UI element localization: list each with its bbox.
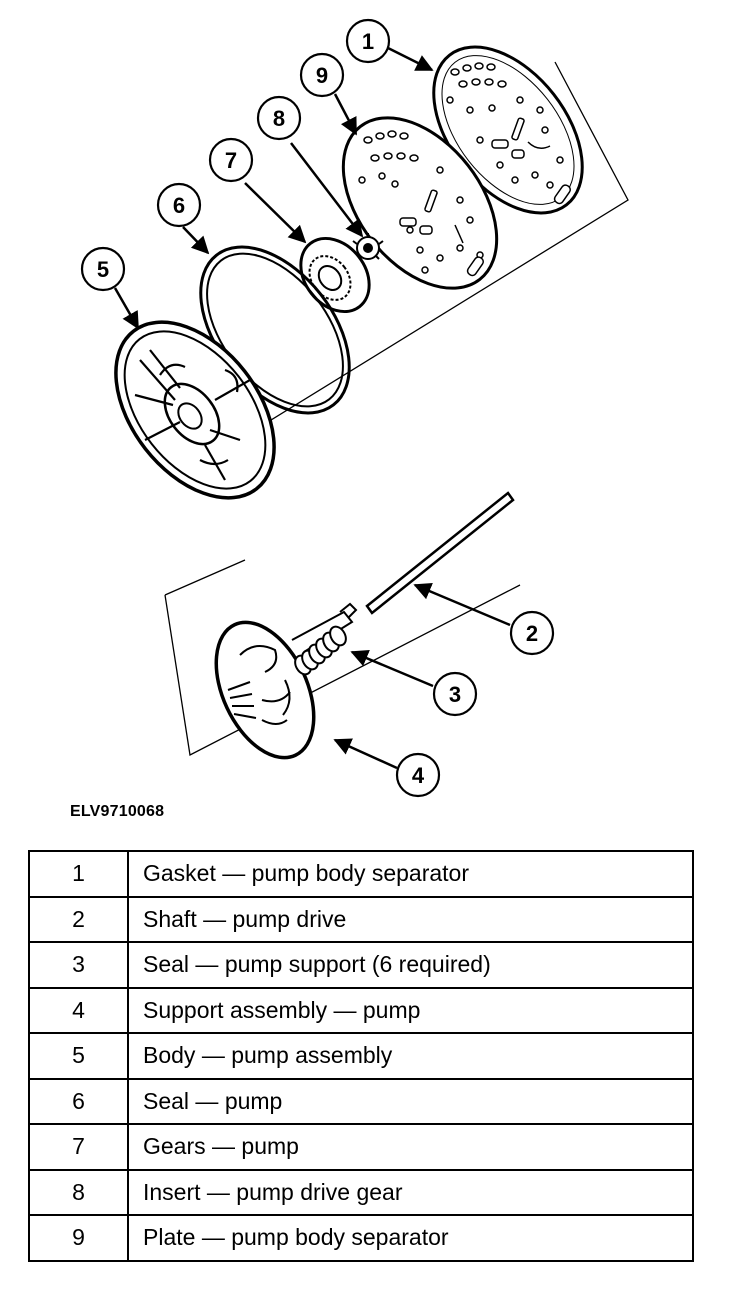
leader-line-8 <box>290 142 364 238</box>
table-row: 5 Body — pump assembly <box>28 1032 694 1080</box>
table-row: 3 Seal — pump support (6 required) <box>28 941 694 989</box>
svg-text:4: 4 <box>412 763 425 788</box>
part-description: Seal — pump support (6 required) <box>127 941 694 989</box>
part-number: 6 <box>28 1077 129 1125</box>
pump-body-part <box>114 320 276 500</box>
svg-text:1: 1 <box>362 29 374 54</box>
part-description: Gears — pump <box>127 1123 694 1171</box>
leader-line-2 <box>413 583 511 627</box>
svg-text:3: 3 <box>449 682 461 707</box>
support-seal-rings <box>294 625 347 676</box>
part-number: 4 <box>28 986 129 1034</box>
pump-drive-shaft-part <box>365 491 515 615</box>
svg-text:6: 6 <box>173 193 185 218</box>
pump-gears-part <box>299 236 371 314</box>
part-description: Shaft — pump drive <box>127 895 694 943</box>
part-number: 1 <box>28 850 129 898</box>
table-row: 8 Insert — pump drive gear <box>28 1168 694 1216</box>
callout-4: 4 <box>395 752 441 798</box>
callout-1: 1 <box>345 18 391 64</box>
part-number: 5 <box>28 1032 129 1080</box>
leader-line-3 <box>350 650 434 688</box>
parts-legend-table: 1 Gasket — pump body separator 2 Shaft —… <box>28 850 694 1262</box>
part-description: Body — pump assembly <box>127 1032 694 1080</box>
callout-8: 8 <box>256 95 302 141</box>
leader-lines <box>113 46 511 770</box>
table-row: 7 Gears — pump <box>28 1123 694 1171</box>
svg-text:8: 8 <box>273 106 285 131</box>
pump-support-assembly-part <box>214 602 358 760</box>
part-number: 8 <box>28 1168 129 1216</box>
table-row: 6 Seal — pump <box>28 1077 694 1125</box>
part-number: 3 <box>28 941 129 989</box>
leader-line-5 <box>113 287 140 330</box>
leader-line-4 <box>333 738 398 770</box>
part-description: Insert — pump drive gear <box>127 1168 694 1216</box>
part-description: Seal — pump <box>127 1077 694 1125</box>
svg-text:2: 2 <box>526 621 538 646</box>
part-description: Plate — pump body separator <box>127 1214 694 1262</box>
part-description: Gasket — pump body separator <box>127 850 694 898</box>
exploded-view-diagram: 1 9 8 7 6 5 2 3 4 <box>80 18 629 798</box>
separator-plate-part <box>341 116 499 290</box>
part-number: 2 <box>28 895 129 943</box>
callout-6: 6 <box>156 182 202 228</box>
figure-id-label: ELV9710068 <box>70 803 165 820</box>
svg-text:7: 7 <box>225 148 237 173</box>
callout-5: 5 <box>80 246 126 292</box>
part-number: 9 <box>28 1214 129 1262</box>
table-row: 9 Plate — pump body separator <box>28 1214 694 1262</box>
part-description: Support assembly — pump <box>127 986 694 1034</box>
callout-9: 9 <box>299 52 345 98</box>
leader-line-1 <box>387 46 434 72</box>
table-row: 2 Shaft — pump drive <box>28 895 694 943</box>
leader-line-6 <box>182 226 210 255</box>
leader-line-7 <box>244 182 307 244</box>
svg-text:9: 9 <box>316 63 328 88</box>
part-number: 7 <box>28 1123 129 1171</box>
svg-text:5: 5 <box>97 257 109 282</box>
assembly-outline <box>164 61 629 756</box>
callout-2: 2 <box>509 610 555 656</box>
drive-gear-insert-part <box>352 233 384 260</box>
callout-7: 7 <box>208 137 254 183</box>
leader-line-9 <box>333 93 358 136</box>
callout-3: 3 <box>432 671 478 717</box>
table-row: 1 Gasket — pump body separator <box>28 850 694 898</box>
table-row: 4 Support assembly — pump <box>28 986 694 1034</box>
